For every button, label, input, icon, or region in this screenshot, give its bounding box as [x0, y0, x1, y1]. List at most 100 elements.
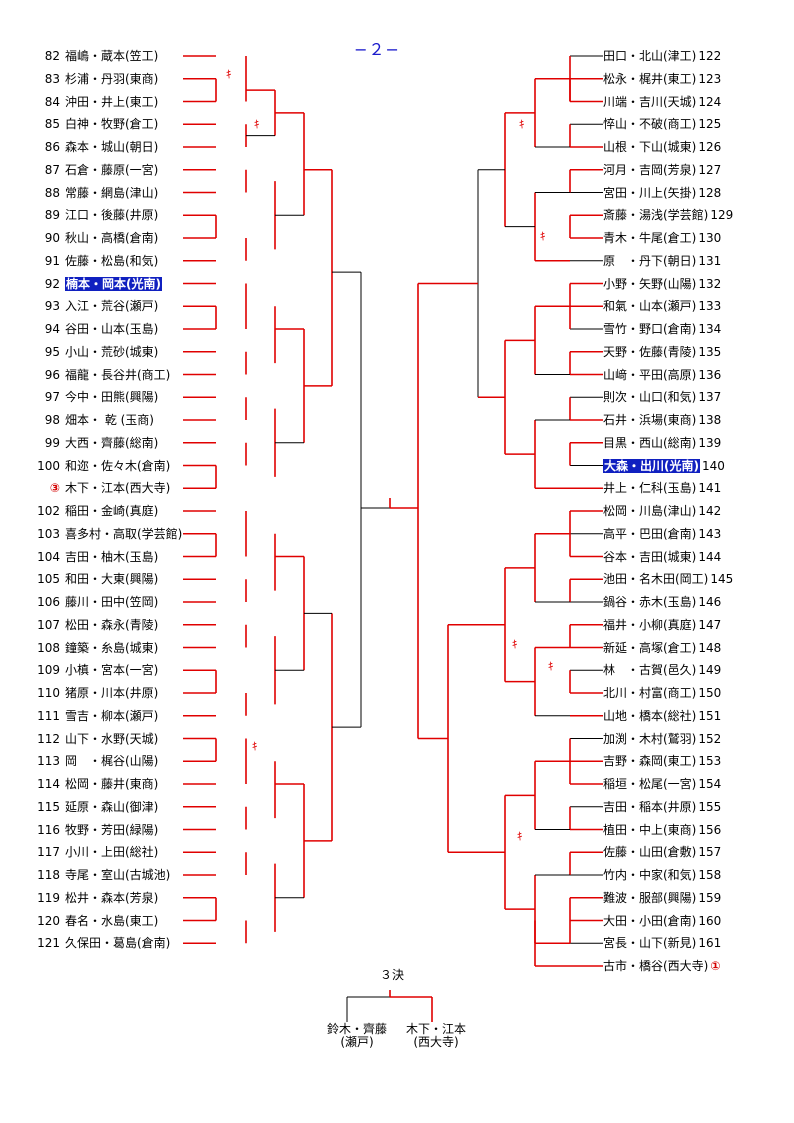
entry-pair-name: 斎藤・湯浅(学芸館) [603, 208, 709, 223]
right-entry: 松永・梶井(東工)123 [603, 70, 783, 88]
entry-pair-name: 難波・服部(興陽) [603, 890, 697, 905]
entry-number: 153 [698, 754, 722, 769]
entry-number: 98 [44, 413, 60, 427]
entry-number: 138 [698, 413, 722, 427]
entry-number: 140 [701, 458, 725, 473]
entry-number: 105 [37, 572, 60, 587]
entry-pair-name: 今中・田熊(興陽) [65, 390, 159, 405]
entry-pair-name: 延原・森山(御津) [65, 799, 159, 814]
entry-number: 99 [44, 435, 60, 450]
third-place-right-names: 木下・江本 [405, 1022, 466, 1036]
entry-pair-name: 大西・齊藤(総南) [65, 435, 159, 450]
entry-pair-name: 森本・城山(朝日) [65, 140, 159, 154]
entry-number: 109 [37, 663, 60, 678]
right-entry: 小野・矢野(山陽)132 [603, 275, 783, 293]
entry-pair-name: 目黒・西山(総南) [603, 435, 697, 450]
tie-mark: ｷ [517, 830, 523, 843]
tie-mark: ｷ [540, 230, 546, 243]
right-entry: 則次・山口(和気)137 [603, 388, 783, 406]
entry-number: 151 [698, 708, 722, 723]
entry-number: 90 [44, 231, 60, 245]
entry-pair-name: 入江・荒谷(瀬戸) [65, 299, 159, 314]
right-entry: 宮長・山下(新見)161 [603, 934, 783, 952]
entry-pair-name: 植田・中上(東商) [603, 822, 697, 837]
entry-pair-name: 谷田・山本(玉島) [65, 322, 159, 336]
entry-number: 96 [44, 367, 60, 382]
entry-pair-name: 小川・上田(総社) [65, 845, 159, 860]
entry-number: 146 [698, 595, 722, 609]
entry-pair-name: 吉野・森岡(東工) [603, 754, 697, 769]
entry-number: ① [710, 959, 721, 973]
right-entry: 天野・佐藤(青陵)135 [603, 343, 783, 361]
entry-pair-name: 白神・牧野(倉工) [65, 117, 159, 132]
entry-number: 83 [44, 71, 60, 86]
right-entry: 松岡・川島(津山)142 [603, 502, 783, 520]
entry-pair-name: 古市・橋谷(西大寺) [603, 959, 709, 973]
entry-pair-name: 畑本・ 乾 (玉商) [65, 413, 154, 427]
entry-number: 97 [44, 390, 60, 405]
left-entry: 117 小川・上田(総社) [18, 843, 183, 861]
right-entry: 川端・吉川(天城)124 [603, 93, 783, 111]
entry-number: 135 [698, 344, 722, 359]
entry-pair-name: 春名・水島(東工) [65, 913, 159, 928]
entry-pair-name: 井上・仁科(玉島) [603, 481, 697, 496]
right-entry: 高平・巴田(倉南)143 [603, 525, 783, 543]
entry-number: 134 [698, 322, 722, 336]
entry-pair-name: 青木・牛尾(倉工) [603, 231, 697, 245]
entry-number: 144 [698, 549, 722, 564]
entry-number: 129 [710, 208, 734, 223]
entry-pair-name: 雪竹・野口(倉南) [603, 322, 697, 336]
entry-pair-name: 松岡・藤井(東商) [65, 777, 159, 791]
entry-number: 126 [698, 140, 722, 154]
right-entry: 古市・橋谷(西大寺)① [603, 957, 783, 975]
left-entry: 99 大西・齊藤(総南) [18, 434, 183, 452]
entry-pair-name: 江口・後藤(井原) [65, 208, 159, 223]
third-place-left-pair: 鈴木・齊藤 (瀬戸) [322, 1023, 392, 1049]
entry-number: 94 [44, 322, 60, 336]
entry-pair-name: 岡 ・梶谷(山陽) [65, 754, 159, 769]
entry-pair-name: 原 ・丹下(朝日) [603, 253, 697, 268]
entry-number: 128 [698, 185, 722, 200]
entry-number: 117 [37, 845, 60, 860]
entry-pair-name: 川端・吉川(天城) [603, 94, 697, 109]
entry-number: 131 [698, 253, 722, 268]
entry-number: 93 [44, 299, 60, 314]
entry-number: 132 [698, 276, 722, 291]
right-entry: 悴山・不破(商工)125 [603, 115, 783, 133]
entry-number: 86 [44, 140, 60, 154]
entry-number: 106 [37, 595, 60, 609]
entry-pair-name: 悴山・不破(商工) [603, 117, 697, 132]
entry-pair-name: 松永・梶井(東工) [603, 71, 697, 86]
entry-number: 82 [44, 49, 60, 63]
right-entry: 山﨑・平田(高原)136 [603, 366, 783, 384]
entry-number: 115 [37, 799, 60, 814]
right-entry: 北川・村富(商工)150 [603, 684, 783, 702]
entry-number: 119 [37, 890, 60, 905]
entry-number: 88 [44, 185, 60, 200]
entry-number: 123 [698, 71, 722, 86]
entry-number: 152 [698, 731, 722, 746]
right-entry: 和氣・山本(瀬戸)133 [603, 297, 783, 315]
left-entry: 94 谷田・山本(玉島) [18, 320, 183, 338]
entry-pair-name: 山地・橋本(総社) [603, 708, 697, 723]
left-entry: 93 入江・荒谷(瀬戸) [18, 297, 183, 315]
entry-pair-name: 吉田・柚木(玉島) [65, 549, 159, 564]
entry-pair-name: 寺尾・室山(古城池) [65, 868, 171, 882]
right-entry: 植田・中上(東商)156 [603, 821, 783, 839]
entry-pair-name: 和田・大東(興陽) [65, 572, 159, 587]
entry-pair-name: 福嶋・蔵本(笠工) [65, 49, 159, 63]
right-entry: 山地・橋本(総社)151 [603, 707, 783, 725]
entry-number: 114 [37, 777, 60, 791]
entry-pair-name: 松井・森本(芳泉) [65, 890, 159, 905]
entry-number: 100 [37, 458, 60, 473]
